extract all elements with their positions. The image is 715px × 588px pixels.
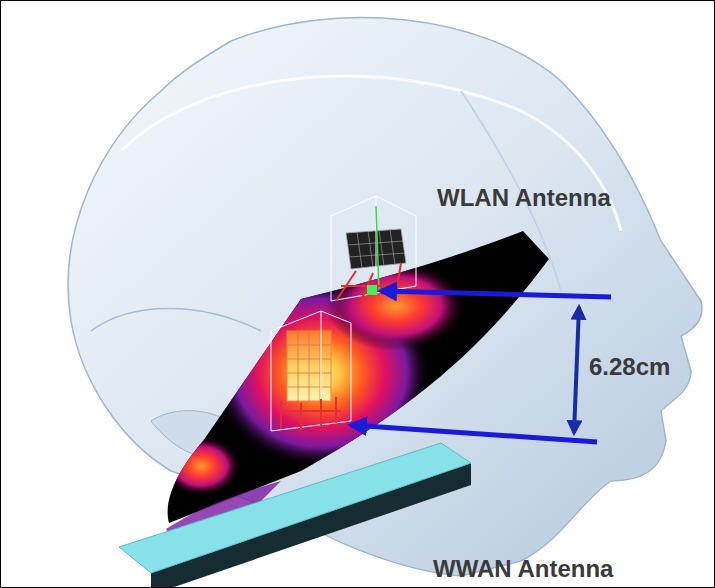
head-contour xyxy=(91,309,261,332)
antenna-label: WLAN Antenna xyxy=(437,184,611,212)
phone-body xyxy=(119,443,471,573)
head-outline xyxy=(68,18,702,576)
dimension-arrow xyxy=(574,307,579,433)
dimension-label: 6.28cm xyxy=(589,353,670,381)
wlan-antenna-model xyxy=(331,196,416,301)
antenna-label: WWAN Antenna xyxy=(433,555,613,583)
wlan-pointer-arrow xyxy=(381,291,611,297)
wwan-antenna-model xyxy=(271,311,351,431)
wwan-pointer-arrow xyxy=(351,425,597,442)
head-contour xyxy=(121,76,621,231)
